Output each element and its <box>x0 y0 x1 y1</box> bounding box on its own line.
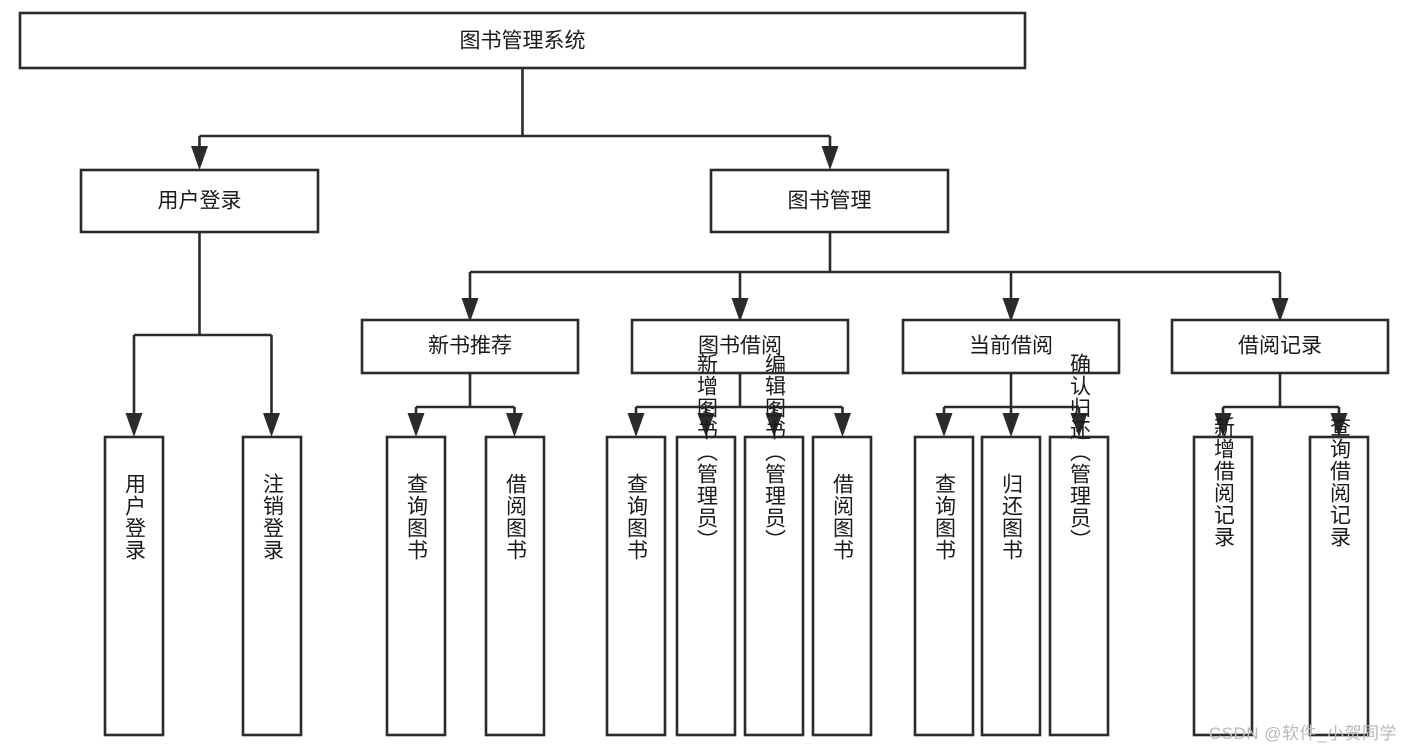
arrow-head-user-login <box>191 146 208 170</box>
arrow-head-leaf-logout-login <box>263 413 280 437</box>
node-leaf-edit-book-label: 编辑图书（管理员） <box>763 353 787 551</box>
node-leaf-add-book[interactable]: 新增图书（管理员） <box>675 353 737 737</box>
node-leaf-confirm-return-label: 确认归还（管理员） <box>1068 353 1092 551</box>
node-leaf-query-record[interactable]: 查询借阅记录 <box>1308 416 1370 737</box>
node-book-borrow-label: 图书借阅 <box>698 335 782 358</box>
arrow-head-leaf-query-book-3 <box>935 413 953 437</box>
node-leaf-query-book-3-box[interactable] <box>913 435 975 737</box>
node-leaf-return-book[interactable]: 归还图书 <box>980 435 1042 737</box>
node-borrow-record[interactable]: 借阅记录 <box>1170 318 1390 375</box>
node-leaf-user-login-box[interactable] <box>103 435 165 737</box>
node-leaf-query-book-1-box[interactable] <box>385 435 447 737</box>
node-book-management-label: 图书管理 <box>788 190 872 213</box>
node-leaf-query-book-2-label: 查询图书 <box>625 473 649 561</box>
arrow-head-book-management <box>821 146 839 170</box>
node-leaf-add-book-box[interactable] <box>675 435 737 737</box>
arrow-head-leaf-add-record <box>1214 413 1232 437</box>
arrow-head-leaf-query-book-2 <box>627 413 645 437</box>
node-leaf-query-book-2-box[interactable] <box>605 435 667 737</box>
node-root-box[interactable] <box>18 11 1027 70</box>
node-leaf-query-record-box[interactable] <box>1308 435 1370 737</box>
node-leaf-add-book-label: 新增图书（管理员） <box>695 353 719 551</box>
node-leaf-query-book-1[interactable]: 查询图书 <box>385 435 447 737</box>
node-current-borrow[interactable]: 当前借阅 <box>901 318 1121 375</box>
node-user-login[interactable]: 用户登录 <box>79 168 320 234</box>
node-leaf-borrow-book-2-label: 借阅图书 <box>831 473 855 561</box>
node-new-book-recommend[interactable]: 新书推荐 <box>360 318 580 375</box>
arrow-head-leaf-user-login <box>125 413 143 437</box>
arrow-head-borrow-record <box>1271 298 1289 322</box>
node-user-login-box[interactable] <box>79 168 320 234</box>
node-leaf-confirm-return-box[interactable] <box>1048 435 1110 737</box>
node-current-borrow-label: 当前借阅 <box>969 335 1053 358</box>
node-leaf-borrow-book-2-box[interactable] <box>811 435 873 737</box>
arrow-head-leaf-query-record <box>1330 413 1348 437</box>
arrow-head-leaf-borrow-book-1 <box>506 413 523 437</box>
node-book-management[interactable]: 图书管理 <box>709 168 950 234</box>
node-leaf-borrow-book-2[interactable]: 借阅图书 <box>811 435 873 737</box>
node-leaf-borrow-book-1-label: 借阅图书 <box>504 473 528 561</box>
arrow-head-leaf-confirm-return <box>1070 413 1088 437</box>
node-leaf-return-book-label: 归还图书 <box>1000 473 1024 561</box>
node-user-login-label: 用户登录 <box>158 190 242 213</box>
node-leaf-query-record-label: 查询借阅记录 <box>1328 416 1352 548</box>
arrow-head-leaf-return-book <box>1002 413 1020 437</box>
node-root[interactable]: 图书管理系统 <box>18 11 1027 70</box>
connector-layer <box>125 68 1348 437</box>
node-leaf-add-record-label: 新增借阅记录 <box>1212 416 1236 548</box>
node-leaf-return-book-box[interactable] <box>980 435 1042 737</box>
node-leaf-logout-login-label: 注销登录 <box>261 473 285 561</box>
node-leaf-borrow-book-1-box[interactable] <box>484 435 546 737</box>
node-leaf-add-record-box[interactable] <box>1192 435 1254 737</box>
arrow-head-new-book-recommend <box>461 298 479 322</box>
node-borrow-record-box[interactable] <box>1170 318 1390 375</box>
node-book-management-box[interactable] <box>709 168 950 234</box>
node-leaf-user-login[interactable]: 用户登录 <box>103 435 165 737</box>
node-leaf-query-book-1-label: 查询图书 <box>405 473 429 561</box>
node-leaf-query-book-3-label: 查询图书 <box>933 473 957 561</box>
node-new-book-recommend-label: 新书推荐 <box>428 335 512 358</box>
node-leaf-edit-book[interactable]: 编辑图书（管理员） <box>743 353 805 737</box>
arrow-head-current-borrow <box>1002 298 1020 322</box>
node-leaf-query-book-2[interactable]: 查询图书 <box>605 435 667 737</box>
arrow-head-book-borrow <box>731 298 749 322</box>
arrow-head-leaf-edit-book <box>765 413 783 437</box>
arrow-head-leaf-borrow-book-2 <box>834 413 851 437</box>
node-leaf-confirm-return[interactable]: 确认归还（管理员） <box>1048 353 1110 737</box>
arrow-head-leaf-query-book-1 <box>407 413 425 437</box>
node-leaf-add-record[interactable]: 新增借阅记录 <box>1192 416 1254 737</box>
arrow-head-leaf-add-book <box>697 413 715 437</box>
node-current-borrow-box[interactable] <box>901 318 1121 375</box>
node-borrow-record-label: 借阅记录 <box>1238 335 1322 358</box>
node-book-borrow[interactable]: 图书借阅 <box>630 318 850 375</box>
node-leaf-borrow-book-1[interactable]: 借阅图书 <box>484 435 546 737</box>
node-leaf-query-book-3[interactable]: 查询图书 <box>913 435 975 737</box>
node-leaf-logout-login[interactable]: 注销登录 <box>241 435 303 737</box>
node-leaf-logout-login-box[interactable] <box>241 435 303 737</box>
node-book-borrow-box[interactable] <box>630 318 850 375</box>
node-leaf-edit-book-box[interactable] <box>743 435 805 737</box>
node-leaf-user-login-label: 用户登录 <box>123 473 147 561</box>
node-new-book-recommend-box[interactable] <box>360 318 580 375</box>
node-root-label: 图书管理系统 <box>460 30 586 53</box>
